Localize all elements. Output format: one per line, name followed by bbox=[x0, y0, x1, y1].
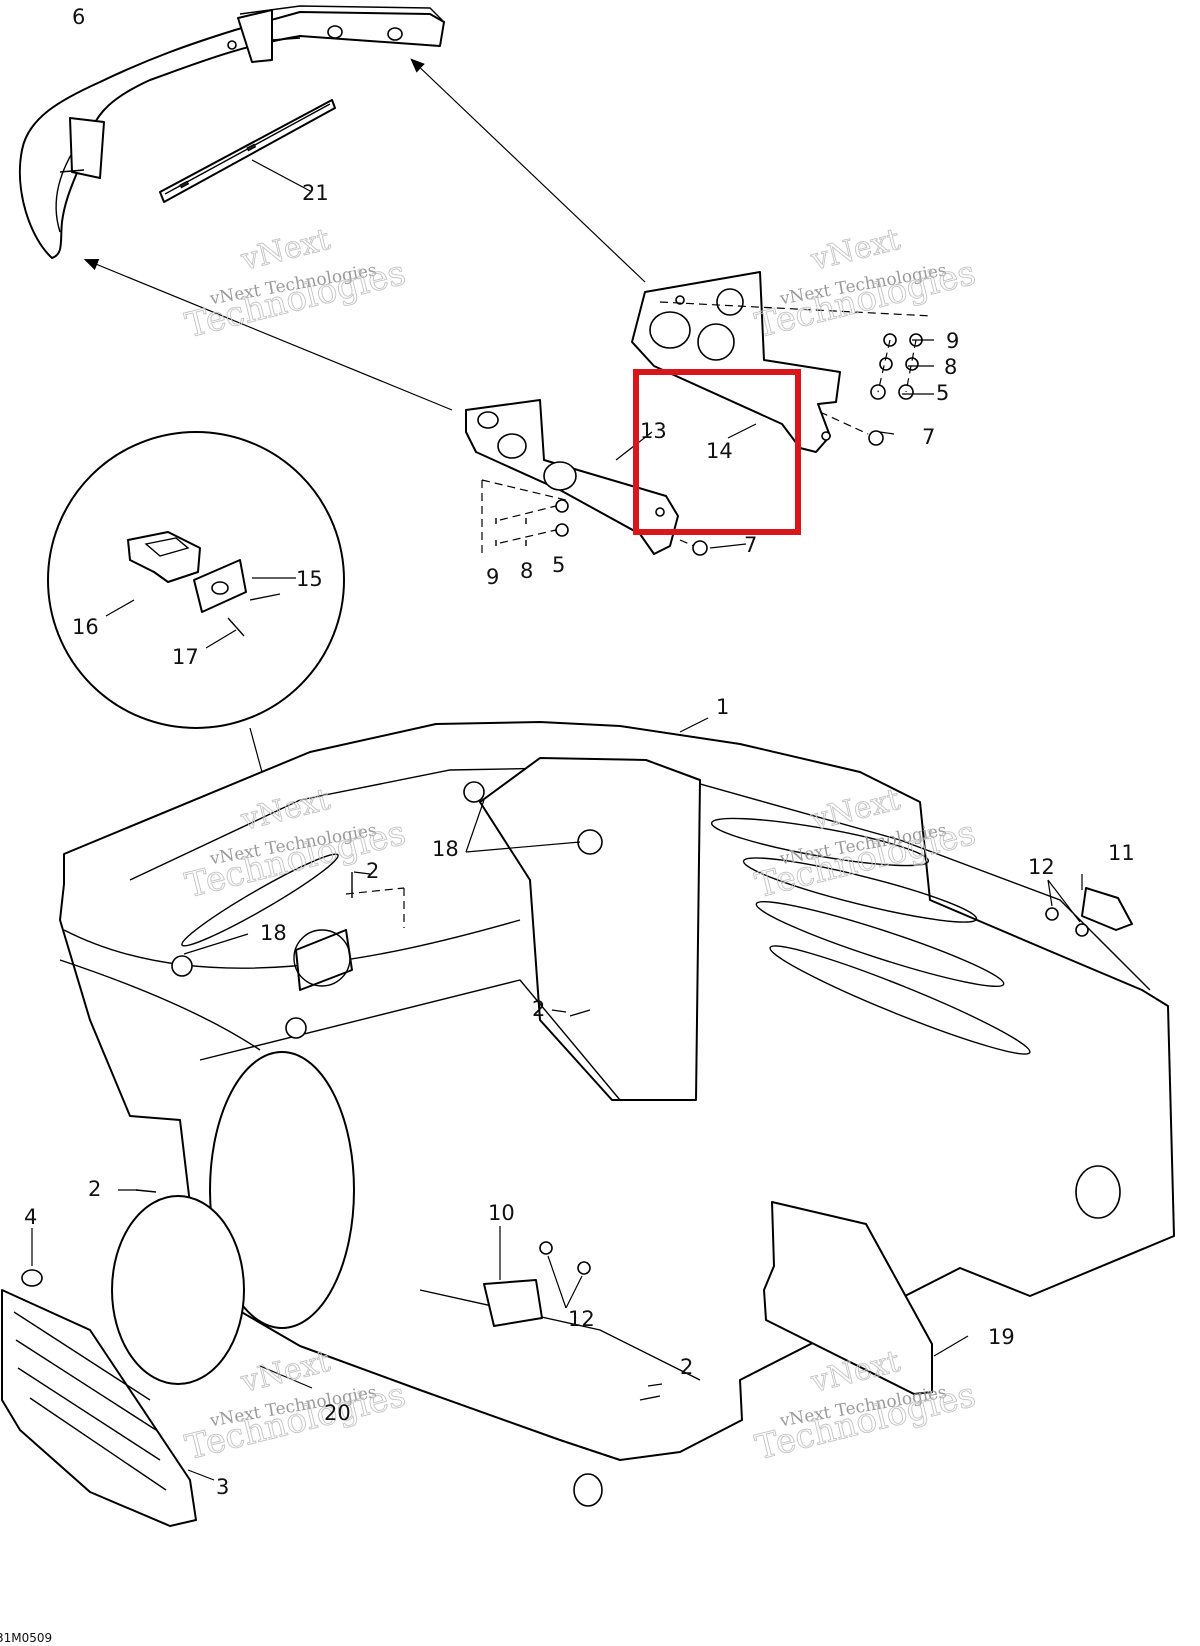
callout-leaders bbox=[31, 159, 1083, 1481]
assembly-arrow-right bbox=[410, 58, 646, 283]
grommet-part bbox=[21, 1269, 43, 1287]
svg-text:Technologies: Technologies bbox=[752, 1375, 980, 1468]
callout-12-right: 12 bbox=[1028, 855, 1055, 879]
callout-8-right: 8 bbox=[944, 355, 957, 379]
callout-2-lower: 2 bbox=[680, 1355, 693, 1379]
latch-part bbox=[483, 1241, 591, 1327]
callout-4: 4 bbox=[24, 1205, 37, 1229]
callout-7-left: 7 bbox=[744, 533, 757, 557]
callout-16: 16 bbox=[72, 615, 99, 639]
callout-14: 14 bbox=[706, 439, 733, 463]
rear-bumper-part bbox=[18, 5, 445, 259]
svg-text:Technologies: Technologies bbox=[182, 1375, 410, 1468]
callout-8-left: 8 bbox=[520, 559, 533, 583]
callout-10: 10 bbox=[488, 1201, 515, 1225]
callout-7-right: 7 bbox=[922, 425, 935, 449]
callout-5-right: 5 bbox=[936, 381, 949, 405]
clip-part bbox=[1045, 887, 1133, 937]
rivets bbox=[135, 872, 661, 1401]
callout-labels: 6 21 9 8 5 7 13 14 7 9 8 5 15 16 17 1 18… bbox=[24, 5, 1135, 1499]
foam-block-part bbox=[763, 1201, 933, 1395]
fastener-set-left bbox=[495, 499, 708, 556]
highlight-box bbox=[633, 369, 801, 535]
left-bumper-bracket-part bbox=[465, 399, 679, 556]
callout-9-left: 9 bbox=[486, 565, 499, 589]
callout-21: 21 bbox=[302, 181, 329, 205]
callout-13: 13 bbox=[640, 419, 667, 443]
side-grille-panel-part bbox=[1, 1289, 197, 1527]
drawing-code: 31M0509 bbox=[0, 1631, 52, 1645]
callout-5-left: 5 bbox=[552, 553, 565, 577]
callout-11: 11 bbox=[1108, 841, 1135, 865]
callout-17: 17 bbox=[172, 645, 199, 669]
bumper-strip-part bbox=[159, 99, 336, 203]
assembly-arrow-left bbox=[83, 258, 453, 411]
callout-18-upper: 18 bbox=[432, 837, 459, 861]
callout-9-right: 9 bbox=[946, 329, 959, 353]
callout-2-upper: 2 bbox=[366, 859, 379, 883]
callout-20: 20 bbox=[324, 1401, 351, 1425]
callout-2-middle: 2 bbox=[532, 997, 545, 1021]
right-bumper-bracket-part bbox=[631, 271, 933, 453]
svg-text:Technologies: Technologies bbox=[182, 253, 410, 346]
main-hull-body-part bbox=[59, 721, 1175, 1507]
callout-6: 6 bbox=[72, 5, 85, 29]
callout-2-left: 2 bbox=[88, 1177, 101, 1201]
callout-15: 15 bbox=[296, 567, 323, 591]
callout-1: 1 bbox=[716, 695, 729, 719]
detail-view-circle bbox=[47, 431, 345, 913]
callout-12-lower: 12 bbox=[568, 1307, 595, 1331]
round-cover-part bbox=[111, 1195, 245, 1385]
callout-19: 19 bbox=[988, 1325, 1015, 1349]
watermark-top-right: vNext vNext Technologies Technologies bbox=[751, 222, 980, 347]
callout-18-lower: 18 bbox=[260, 921, 287, 945]
watermark-top-left: vNext vNext Technologies Technologies bbox=[181, 222, 410, 347]
callout-3: 3 bbox=[216, 1475, 229, 1499]
